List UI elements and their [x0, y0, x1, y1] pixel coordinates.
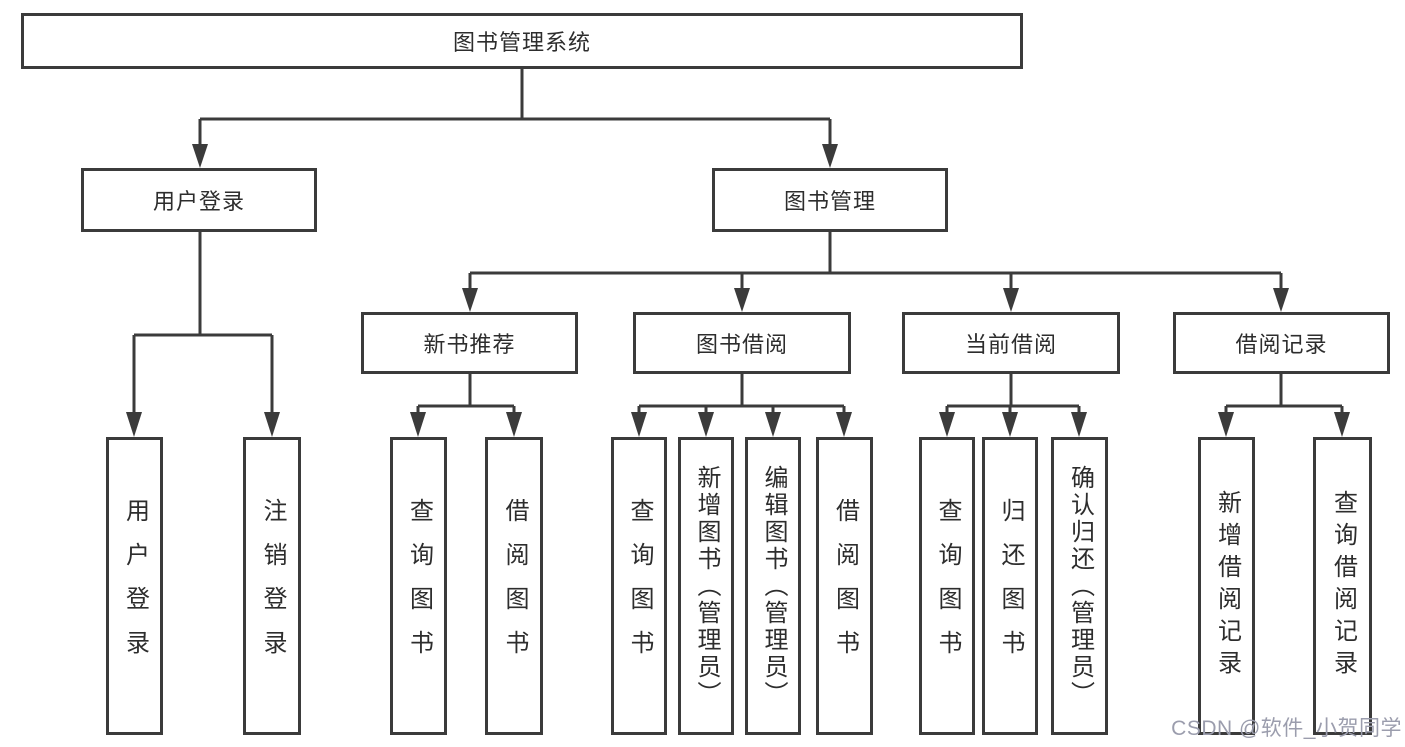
node-label: 用户登录 [152, 189, 245, 214]
leaf-label: 归还图书 [997, 498, 1024, 674]
leaf-borrow-books: 借阅图书 [816, 437, 873, 735]
node-new-book-recommend: 新书推荐 [361, 312, 578, 374]
node-label: 借阅记录 [1235, 332, 1328, 357]
leaf-label: 查询借阅记录 [1329, 490, 1357, 682]
node-book-management: 图书管理 [712, 168, 948, 232]
node-label: 图书借阅 [695, 332, 788, 357]
node-borrow-records: 借阅记录 [1173, 312, 1390, 374]
leaf-label: 用户登录 [121, 498, 149, 674]
leaf-label: 查询图书 [626, 498, 653, 674]
leaf-query-books-current: 查询图书 [919, 437, 975, 735]
connector-edges [132, 66, 1344, 415]
leaf-label: 注销登录 [259, 498, 286, 674]
leaf-label: 编辑图书（管理员） [760, 464, 787, 708]
leaf-add-borrow-record: 新增借阅记录 [1198, 437, 1255, 735]
leaf-label: 确认归还（管理员） [1066, 464, 1094, 708]
leaf-borrow-books-recommend: 借阅图书 [485, 437, 543, 735]
leaf-query-books-recommend: 查询图书 [390, 437, 447, 735]
node-library-management-system: 图书管理系统 [21, 13, 1023, 69]
node-label: 新书推荐 [423, 332, 516, 357]
leaf-confirm-return-admin: 确认归还（管理员） [1051, 437, 1108, 735]
leaf-return-books: 归还图书 [982, 437, 1038, 735]
arrowheads [126, 144, 1350, 437]
leaf-query-books-borrow: 查询图书 [611, 437, 667, 735]
node-label: 当前借阅 [964, 332, 1057, 357]
node-label: 图书管理系统 [452, 30, 591, 55]
node-book-borrow: 图书借阅 [633, 312, 851, 374]
leaf-query-borrow-record: 查询借阅记录 [1313, 437, 1372, 735]
leaf-label: 查询图书 [405, 498, 433, 674]
leaf-label: 借阅图书 [501, 498, 528, 674]
node-label: 图书管理 [783, 189, 876, 214]
leaf-label: 查询图书 [934, 498, 961, 674]
leaf-label: 新增图书（管理员） [693, 464, 720, 708]
csdn-watermark: CSDN @软件_小贺同学 [1171, 717, 1402, 740]
leaf-label: 新增借阅记录 [1213, 490, 1241, 682]
leaf-add-books-admin: 新增图书（管理员） [678, 437, 734, 735]
leaf-label: 借阅图书 [831, 498, 859, 674]
node-user-login: 用户登录 [81, 168, 317, 232]
leaf-edit-books-admin: 编辑图书（管理员） [745, 437, 801, 735]
node-current-borrow: 当前借阅 [902, 312, 1120, 374]
leaf-user-login: 用户登录 [106, 437, 163, 735]
leaf-logout: 注销登录 [243, 437, 301, 735]
